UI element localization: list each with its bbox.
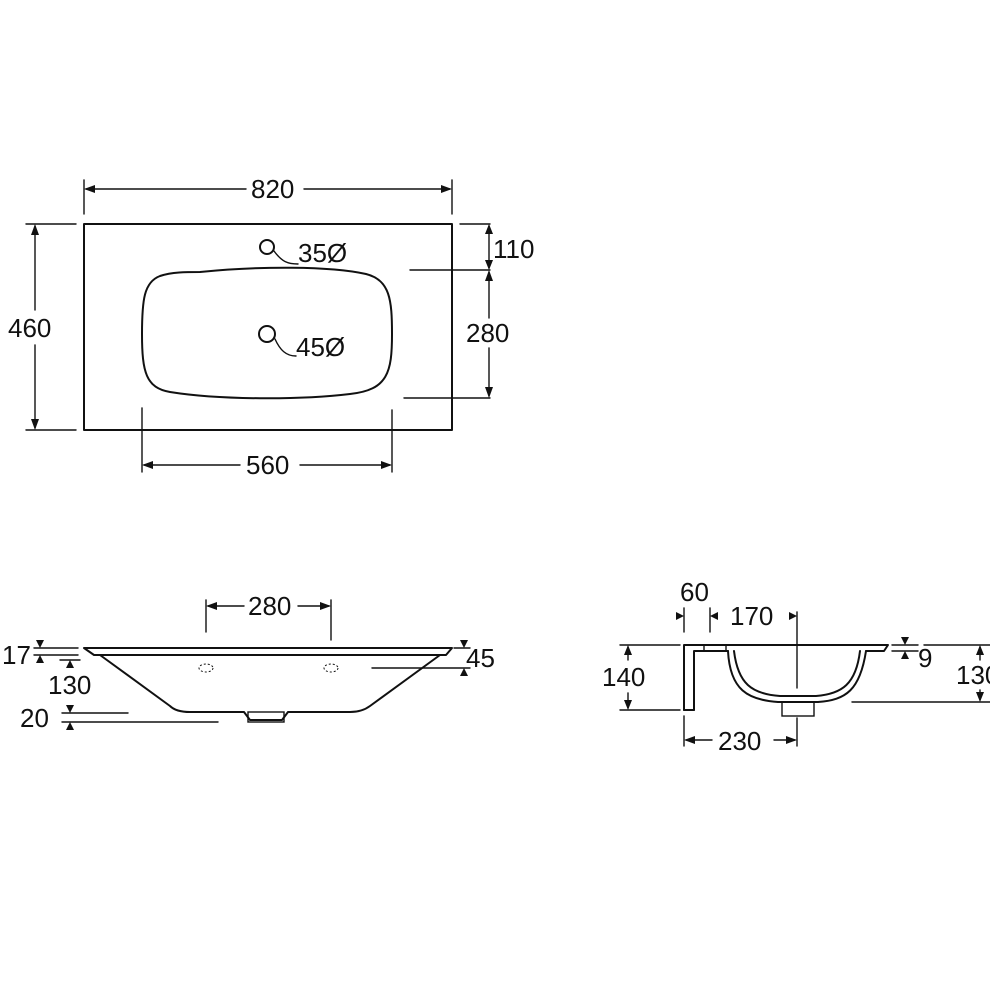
arrow [31, 224, 39, 235]
arrow [676, 612, 684, 620]
arrow [786, 736, 797, 744]
arrow [624, 700, 632, 710]
back-lip-label: 60 [680, 577, 709, 607]
waste-hole-icon [258, 325, 276, 343]
arrow [381, 461, 392, 469]
front-offset-label: 110 [493, 234, 534, 264]
waste-offset-label: 230 [718, 726, 761, 756]
waste-drop-label: 20 [20, 703, 49, 733]
arrow [66, 660, 74, 668]
arrow [710, 612, 718, 620]
arrow [485, 224, 493, 234]
bowl-outline [141, 266, 393, 400]
arrow [901, 637, 909, 645]
arrow [84, 185, 95, 193]
bracket-height-label: 130 [48, 670, 91, 700]
arrow [901, 651, 909, 659]
arrow [142, 461, 153, 469]
back-lip-block [703, 644, 727, 652]
back-wall [683, 644, 889, 711]
bracket-slot-right [323, 663, 339, 673]
front-view: 280 17 130 20 45 [2, 591, 495, 733]
basin-outline [83, 223, 453, 431]
side-rim-label: 9 [918, 643, 932, 673]
tap-hole-icon [259, 239, 275, 255]
arrow [320, 602, 331, 610]
arrow [485, 270, 493, 281]
tap-hole-leader [273, 250, 299, 265]
arrow [624, 645, 632, 655]
arrow [684, 736, 695, 744]
arrow [66, 722, 74, 730]
side-bowl-inner [733, 650, 861, 697]
bracket-slot-left [198, 663, 214, 673]
arrow [460, 668, 468, 676]
arrow [460, 640, 468, 648]
arrow [36, 640, 44, 648]
tap-hole-label: 35Ø [298, 238, 347, 268]
bowl-depth-label: 280 [466, 318, 509, 348]
bracket-spacing-label: 280 [248, 591, 291, 621]
waste-hole-label: 45Ø [296, 332, 345, 362]
width-label: 820 [251, 174, 294, 204]
arrow [36, 655, 44, 663]
top-view: 35Ø 45Ø 820 460 110 280 [8, 174, 534, 480]
waste-outlet [247, 711, 285, 723]
side-waste-outlet [781, 701, 815, 717]
arrow [66, 705, 74, 713]
arrow [206, 602, 217, 610]
depth45-label: 45 [466, 643, 495, 673]
waste-hole-leader [274, 338, 297, 357]
bowl-width-label: 560 [246, 450, 289, 480]
rim-thickness-label: 17 [2, 640, 31, 670]
depth-label: 460 [8, 313, 51, 343]
front-bowl-outline [99, 654, 441, 721]
arrow [31, 419, 39, 430]
arrow [789, 612, 797, 620]
back-wall-inner [693, 650, 729, 711]
arrow [485, 260, 493, 270]
side-bracket-height-label: 140 [602, 662, 645, 692]
side-view: 60 170 140 9 130 230 [602, 577, 990, 756]
bowl-center-label: 170 [730, 601, 773, 631]
arrow [485, 387, 493, 398]
arrow [976, 692, 984, 702]
arrow [976, 645, 984, 655]
arrow [441, 185, 452, 193]
front-rim [83, 647, 453, 656]
side-bowl-height-label: 130 [956, 660, 990, 690]
